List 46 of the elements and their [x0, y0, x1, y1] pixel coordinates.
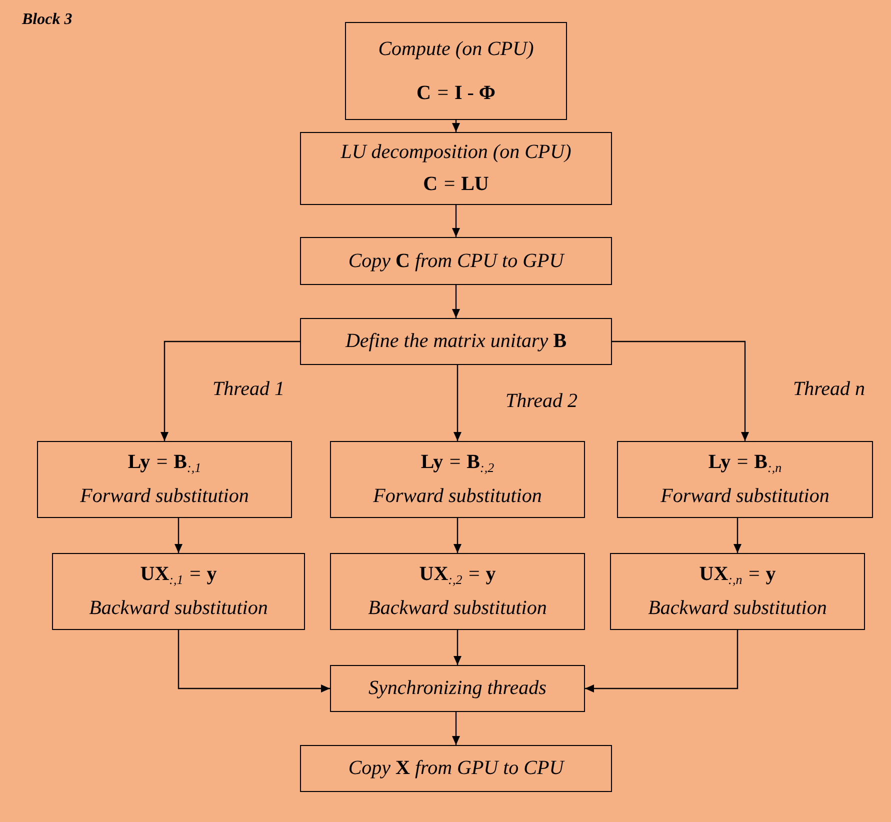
box-text: Forward substitution [80, 484, 249, 509]
arrow [734, 518, 742, 553]
box-text: Backward substitution [368, 596, 547, 621]
box-text: UX$_{:,n}$ = y [699, 562, 776, 588]
box-text: Forward substitution [660, 484, 830, 509]
arrow [178, 630, 330, 692]
arrow [452, 285, 460, 318]
arrow [452, 120, 460, 132]
process-box [330, 441, 585, 518]
process-box [37, 441, 292, 518]
process-box [617, 441, 873, 518]
box-text: Ly = B$_{:,1}$ [128, 450, 202, 476]
box-text: Forward substitution [373, 484, 542, 509]
box-text: Synchronizing threads [368, 676, 546, 701]
arrow [454, 518, 462, 553]
process-box [330, 665, 585, 712]
arrow [452, 205, 460, 237]
process-box [300, 237, 612, 285]
process-box [52, 553, 305, 630]
box-text: LU decomposition (on CPU) [340, 140, 572, 166]
arrow [454, 630, 462, 665]
box-text: Backward substitution [89, 596, 268, 621]
arrow [160, 340, 300, 441]
box-text: UX$_{:,1}$ = y [140, 562, 217, 588]
box-text: C = I - Φ [416, 80, 496, 106]
box-text: UX$_{:,2}$ = y [419, 562, 496, 588]
box-text: Ly = B$_{:,2}$ [420, 450, 494, 476]
process-box [345, 22, 567, 120]
box-text: Copy X from GPU to CPU [348, 756, 564, 781]
process-box [300, 132, 612, 205]
block-label: Block 3 [22, 10, 72, 30]
box-text: C = LU [423, 172, 489, 197]
box-text: Backward substitution [648, 596, 827, 621]
arrow [454, 365, 462, 441]
arrow [585, 630, 738, 692]
box-text: Compute (on CPU) [378, 36, 534, 62]
box-text: Copy C from CPU to GPU [348, 248, 564, 274]
process-box [300, 318, 612, 365]
process-box [610, 553, 865, 630]
process-box [300, 745, 612, 792]
box-text: Define the matrix unitary B [345, 329, 567, 354]
arrow [174, 518, 182, 553]
arrow [612, 340, 749, 441]
arrow [452, 712, 460, 745]
box-text: Ly = B$_{:,n}$ [708, 450, 782, 476]
process-box [330, 553, 585, 630]
